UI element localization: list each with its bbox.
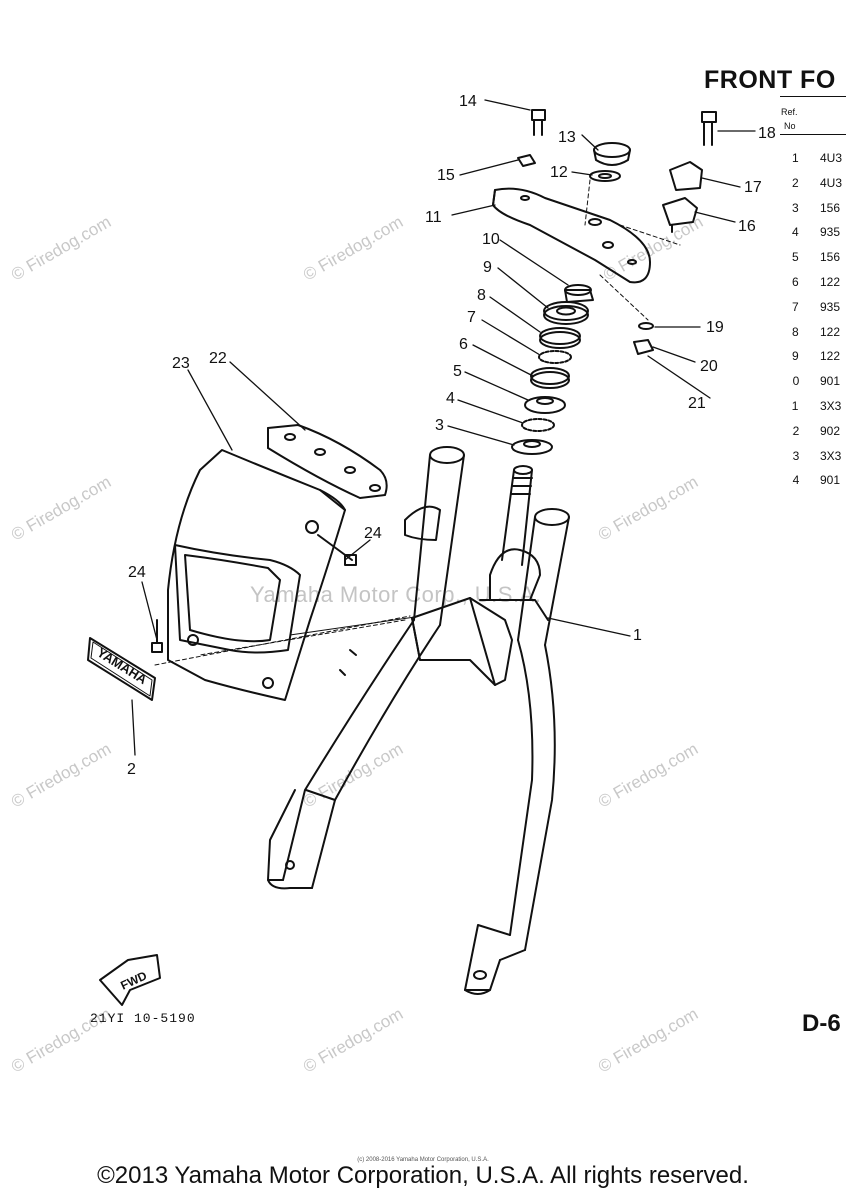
callout-label: 14 [459, 93, 477, 110]
callout-label: 5 [453, 363, 462, 380]
parts-list-row: 10 901 [792, 374, 846, 390]
parts-number: 122 [820, 324, 841, 339]
callout-leaders [131, 99, 756, 756]
yamaha-emblem [87, 637, 156, 701]
headlight-cover [167, 449, 346, 701]
parts-list-row: 12 902 [792, 424, 846, 440]
parts-number: 4U3 [820, 175, 843, 190]
callout-label: 21 [688, 395, 706, 412]
parts-number: 4U3 [820, 151, 843, 165]
parts-ref-number: 4 [792, 225, 799, 240]
parts-list-row: 3 156 [792, 201, 846, 217]
table-header-rule [780, 134, 846, 135]
callout-label: 22 [209, 350, 227, 367]
parts-ref-number: 2 [792, 175, 799, 190]
callout-label: 2 [127, 761, 136, 778]
parts-list-row: 4 935 [792, 225, 846, 241]
parts-ref-number: 9 [792, 349, 799, 364]
callout-label: 17 [744, 179, 762, 196]
drawing-code: 21YI 10-5190 [90, 1011, 196, 1026]
screw-24-upper [305, 520, 357, 566]
callout-label: 3 [435, 417, 444, 434]
callout-label: 6 [459, 336, 468, 353]
fork-frame [267, 446, 570, 995]
parts-list-row: 7 935 [792, 300, 846, 316]
page-code: D-6 [802, 1010, 841, 1037]
callout-label: 15 [437, 167, 455, 184]
callout-label: 18 [758, 125, 776, 142]
parts-ref-number: 13 [792, 448, 800, 463]
parts-ref-number: 12 [792, 423, 800, 438]
parts-number: 901 [820, 374, 841, 389]
parts-number: 3X3 [820, 448, 842, 463]
table-header-ref: Ref. [781, 107, 798, 117]
parts-list-row: 2 4U3 [792, 176, 846, 192]
parts-list-row: 13 3X3 [792, 449, 846, 465]
parts-list-row: 9 122 [792, 349, 846, 365]
fwd-arrow-icon: FWD [99, 954, 161, 1006]
callout-label: 9 [483, 259, 492, 276]
parts-ref-number: 8 [792, 324, 799, 339]
parts-list-row: 11 3X3 [792, 399, 846, 415]
callout-label: 7 [467, 309, 476, 326]
parts-number: 935 [820, 225, 841, 240]
callout-label: 24 [364, 525, 382, 542]
callout-label: 4 [446, 390, 455, 407]
parts-ref-number: 7 [792, 299, 799, 314]
parts-ref-number: 11 [792, 399, 799, 413]
bearing-stack [511, 284, 594, 455]
callout-label: 10 [482, 231, 500, 248]
page-title: FRONT FO [704, 66, 836, 94]
callout-label: 16 [738, 218, 756, 235]
parts-list-row: 1 4U3 [792, 151, 846, 167]
callout-label: 8 [477, 287, 486, 304]
parts-list-row: 5 156 [792, 250, 846, 266]
callout-label: 11 [425, 209, 442, 226]
parts-number: 3X3 [820, 399, 842, 413]
parts-number: 156 [820, 250, 841, 265]
callout-label: 19 [706, 319, 724, 336]
upper-bracket [492, 187, 651, 284]
callout-label: 20 [700, 358, 718, 375]
parts-list-row: 14 901 [792, 473, 846, 489]
small-copyright: (c) 2008-2016 Yamaha Motor Corporation, … [357, 1157, 489, 1163]
parts-ref-number: 6 [792, 275, 799, 289]
parts-ref-number: 5 [792, 250, 799, 265]
parts-number: 902 [820, 423, 841, 438]
callout-label: 12 [550, 164, 568, 181]
title-underline [780, 96, 846, 97]
parts-ref-number: 10 [792, 374, 800, 389]
parts-number: 901 [820, 473, 841, 488]
parts-number: 122 [820, 275, 841, 289]
copyright-notice: ©2013 Yamaha Motor Corporation, U.S.A. A… [97, 1162, 749, 1189]
parts-number: 935 [820, 299, 841, 314]
parts-ref-number: 1 [792, 151, 799, 165]
top-fasteners [517, 109, 717, 355]
parts-ref-number: 14 [792, 473, 800, 488]
table-header-no: No [784, 121, 796, 131]
callout-label: 24 [128, 564, 146, 581]
parts-list-row: 6 122 [792, 275, 846, 291]
callout-label: 1 [633, 627, 642, 644]
parts-ref-number: 3 [792, 200, 799, 215]
callout-label: 13 [558, 129, 576, 146]
callout-label: 23 [172, 355, 190, 372]
callout-numbers: 1 2 3 4 5 6 7 8 9 10 11 12 13 14 15 16 1… [127, 93, 776, 778]
bracket [267, 424, 388, 499]
parts-number: 122 [820, 349, 841, 364]
parts-list-row: 8 122 [792, 325, 846, 341]
parts-number: 156 [820, 200, 841, 215]
